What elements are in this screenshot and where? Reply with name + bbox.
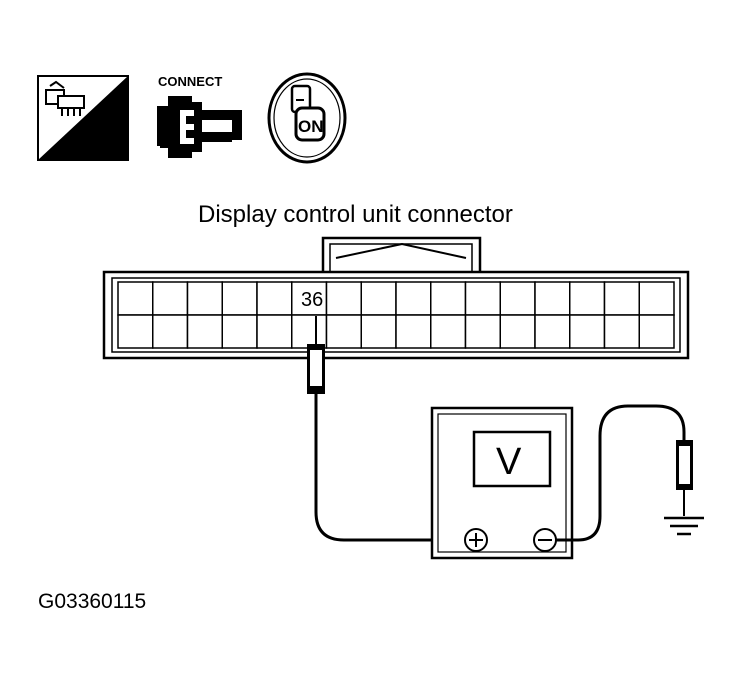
connector-cavity: [117, 281, 154, 316]
connector-cavity: [221, 281, 258, 316]
connector-cavity: [221, 314, 258, 349]
positive-terminal: [464, 528, 488, 552]
connector-title: Display control unit connector: [198, 201, 513, 228]
connector-pin-grid: [117, 281, 675, 349]
ground-symbol-icon: [664, 516, 704, 536]
connector-cavity: [430, 281, 467, 316]
connector-cavity: [603, 281, 640, 316]
connector-cavity: [256, 314, 293, 349]
connector-cavity: [325, 314, 362, 349]
display-control-unit-connector: 36: [102, 236, 690, 360]
connector-cavity: [152, 281, 189, 316]
connector-cavity: [152, 314, 189, 349]
connector-cavity: [464, 281, 501, 316]
pin-36-label: 36: [301, 289, 323, 311]
connector-cavity: [534, 281, 571, 316]
connector-cavity: [430, 314, 467, 349]
negative-terminal: [533, 528, 557, 552]
connector-cavity: [638, 314, 675, 349]
ignition-on-label: ON: [298, 117, 324, 136]
negative-test-lead: [556, 404, 693, 542]
connector-cavity: [464, 314, 501, 349]
connector-cavity: [638, 281, 675, 316]
connector-cavity: [117, 314, 154, 349]
connector-cavity: [360, 314, 397, 349]
meter-display-v: V: [496, 441, 522, 483]
positive-test-lead: [307, 316, 460, 542]
connector-cavity: [395, 314, 432, 349]
ignition-on-icon: ON: [267, 72, 347, 164]
connector-cavity: [603, 314, 640, 349]
voltmeter: V: [430, 406, 574, 560]
connector-cavity: [534, 314, 571, 349]
connector-cavity: [291, 314, 328, 349]
connector-cavity: [569, 281, 606, 316]
connector-cavity: [395, 281, 432, 316]
connect-icon: CONNECT: [157, 74, 242, 158]
harness-state-icon: H.S.: [37, 75, 129, 161]
hs-label: H.S.: [68, 137, 107, 159]
connector-cavity: [360, 281, 397, 316]
connector-cavity: [186, 314, 223, 349]
connector-cavity: [186, 281, 223, 316]
connector-cavity: [499, 281, 536, 316]
connector-cavity: [569, 314, 606, 349]
connect-label: CONNECT: [158, 74, 222, 89]
connector-cavity: [499, 314, 536, 349]
figure-id: G03360115: [38, 590, 146, 613]
connector-cavity: [291, 281, 328, 316]
connector-cavity: [256, 281, 293, 316]
connector-cavity: [325, 281, 362, 316]
